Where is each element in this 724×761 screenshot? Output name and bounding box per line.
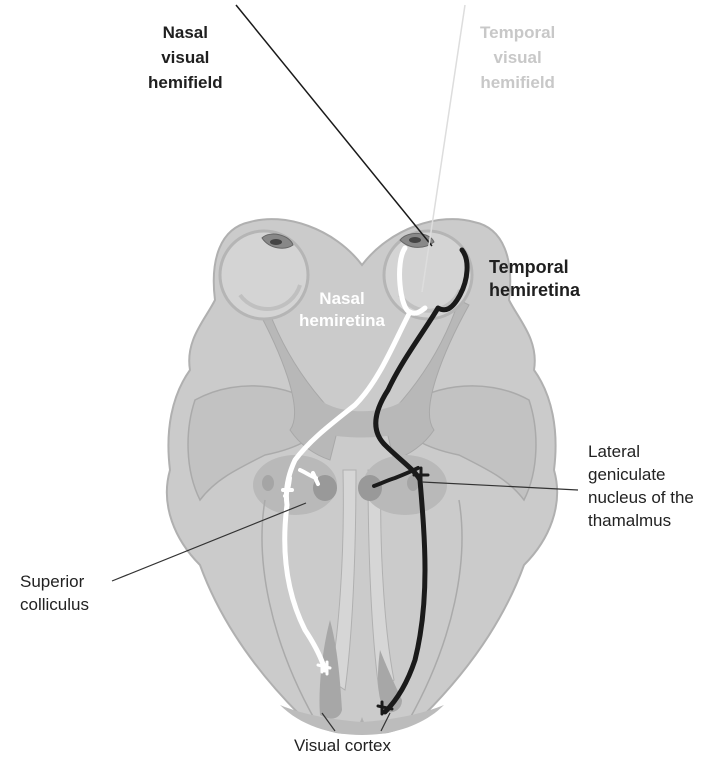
lgn-line-4: thamalmus — [588, 509, 694, 532]
temporal-hemiretina-label: Temporal hemiretina — [489, 256, 580, 302]
nasal-retina-line-1: Nasal — [299, 288, 385, 310]
temporal-field-line-1: Temporal — [480, 20, 555, 45]
temporal-field-line-3: hemifield — [480, 70, 555, 95]
temporal-retina-line-1: Temporal — [489, 256, 580, 279]
temporal-field-line-2: visual — [480, 45, 555, 70]
lgn-line-3: nucleus of the — [588, 486, 694, 509]
sc-line-2: colliculus — [20, 593, 89, 616]
temporal-visual-hemifield-label: Temporal visual hemifield — [480, 20, 555, 95]
lgn-label: Lateral geniculate nucleus of the thamal… — [588, 440, 694, 532]
lgn-line-1: Lateral — [588, 440, 694, 463]
superior-colliculus-label: Superior colliculus — [20, 570, 89, 616]
right-superior-colliculus — [358, 475, 382, 501]
nasal-field-ray — [236, 5, 432, 246]
left-eye — [220, 231, 308, 319]
nasal-visual-hemifield-label: Nasal visual hemifield — [148, 20, 223, 95]
nasal-hemiretina-label: Nasal hemiretina — [299, 288, 385, 332]
nasal-field-line-1: Nasal — [148, 20, 223, 45]
sc-line-1: Superior — [20, 570, 89, 593]
temporal-retina-line-2: hemiretina — [489, 279, 580, 302]
nasal-retina-line-2: hemiretina — [299, 310, 385, 332]
left-lgn — [262, 475, 274, 491]
nasal-field-line-3: hemifield — [148, 70, 223, 95]
visual-cortex-label: Visual cortex — [294, 735, 391, 757]
lgn-line-2: geniculate — [588, 463, 694, 486]
nasal-field-line-2: visual — [148, 45, 223, 70]
